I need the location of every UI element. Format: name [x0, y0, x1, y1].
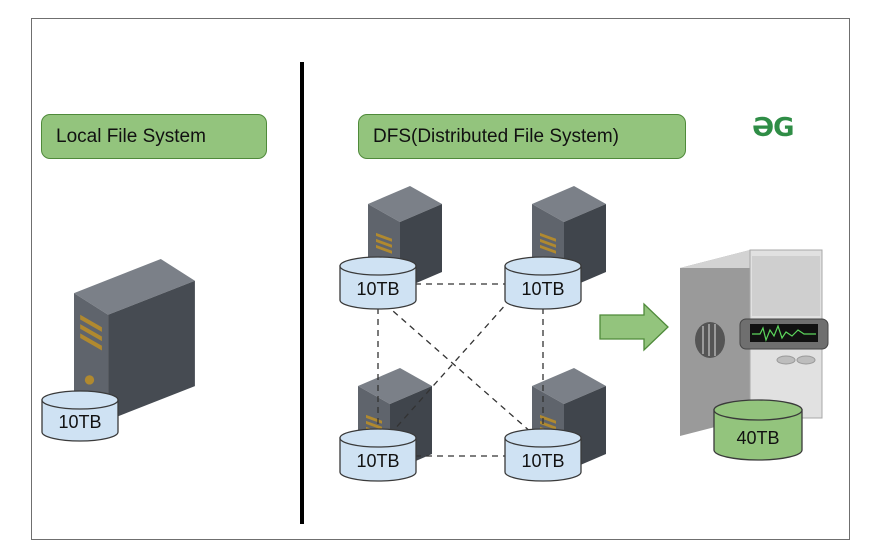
dfs-disk-bottom-right: 10TB — [504, 428, 582, 482]
dfs-disk-top-left: 10TB — [339, 256, 417, 310]
local-server-icon — [74, 259, 195, 421]
dfs-disk-top-right-label: 10TB — [521, 279, 564, 299]
diagram-frame — [31, 18, 850, 540]
local-disk-label: 10TB — [58, 412, 101, 432]
section-divider — [300, 62, 304, 524]
dfs-disk-bottom-left-label: 10TB — [356, 451, 399, 471]
dfs-disk-top-left-label: 10TB — [356, 279, 399, 299]
combined-server-icon — [680, 249, 829, 436]
local-file-system-label-text: Local File System — [56, 125, 206, 147]
dfs-label-text: DFS(Distributed File System) — [373, 125, 619, 147]
geeksforgeeks-logo: ƏG — [752, 113, 794, 143]
dfs-label: DFS(Distributed File System) — [358, 114, 686, 159]
dfs-disk-bottom-right-label: 10TB — [521, 451, 564, 471]
dfs-disk-top-right: 10TB — [504, 256, 582, 310]
dfs-disk-bottom-left: 10TB — [339, 428, 417, 482]
local-disk: 10TB — [41, 390, 119, 442]
right-arrow-icon — [599, 302, 669, 352]
local-file-system-label: Local File System — [41, 114, 267, 159]
combined-disk-label: 40TB — [736, 428, 779, 448]
combined-disk: 40TB — [713, 399, 803, 461]
